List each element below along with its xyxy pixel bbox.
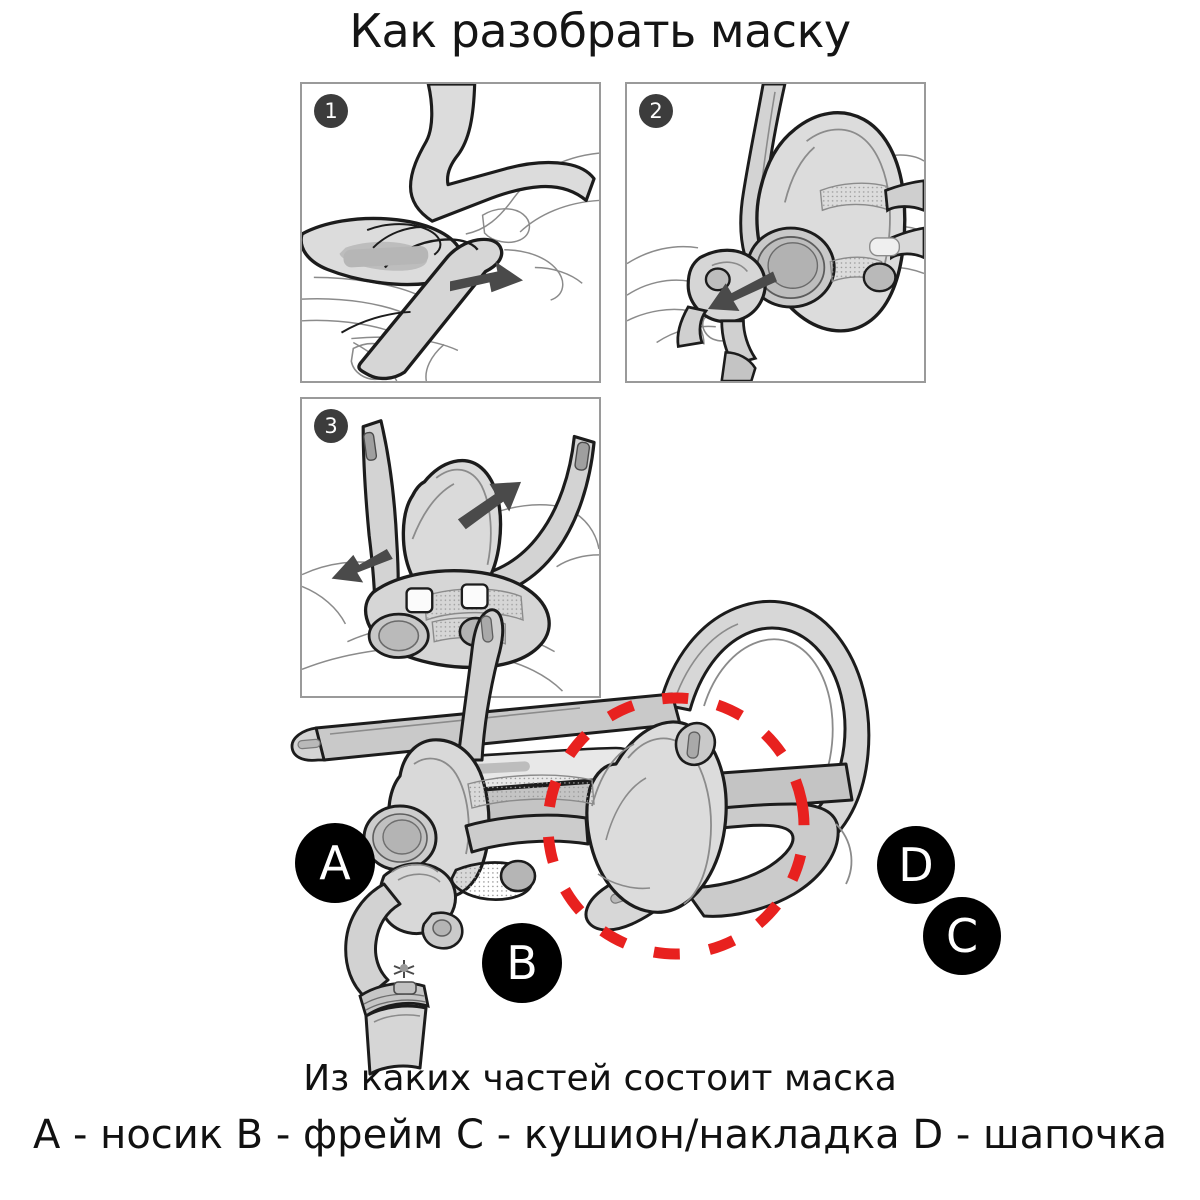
part-label-a: A xyxy=(295,823,375,903)
step-panel-2: 2 xyxy=(625,82,926,383)
cushion-highlight-ellipse xyxy=(542,692,810,960)
frame-part-b xyxy=(362,608,595,901)
frame-port-b xyxy=(362,804,438,872)
step-arrow xyxy=(707,271,777,311)
part-label-b: B xyxy=(482,923,562,1003)
exploded-parts-diagram: A B C D xyxy=(280,588,1001,1076)
caption-line-1: Из каких частей состоит маска xyxy=(303,1058,897,1099)
part-label-d: D xyxy=(877,826,955,904)
headgear-clip-right xyxy=(869,179,924,261)
step-arrow-up-right xyxy=(457,481,522,530)
step-arrow-down-left xyxy=(331,548,393,583)
step-arrow xyxy=(450,261,524,293)
step-badge-2: 2 xyxy=(639,94,673,128)
step-panel-3: 3 xyxy=(300,397,601,698)
elbow-part xyxy=(676,248,767,381)
clip-socket-right xyxy=(460,583,489,610)
vent-circle xyxy=(862,262,897,293)
vent-plug xyxy=(499,859,537,893)
step-badge-1: 1 xyxy=(314,94,348,128)
frame-part xyxy=(363,569,551,669)
step-badge-3: 3 xyxy=(314,409,348,443)
clip-socket-left xyxy=(405,587,434,614)
cushion-part-c xyxy=(585,720,728,914)
page-title: Как разобрать маску xyxy=(349,4,851,58)
headgear-part-d xyxy=(290,599,871,932)
step-panel-1: 1 xyxy=(300,82,601,383)
headgear-strap-top xyxy=(408,84,596,223)
elbow-part-a xyxy=(344,862,464,1076)
part-label-c: C xyxy=(923,897,1001,975)
vent-symbol xyxy=(393,960,415,978)
strap-loop-lower xyxy=(340,310,411,334)
slot-inlay xyxy=(343,245,429,268)
caption-line-2: A - носик B - фрейм C - кушион/накладка … xyxy=(32,1112,1168,1158)
